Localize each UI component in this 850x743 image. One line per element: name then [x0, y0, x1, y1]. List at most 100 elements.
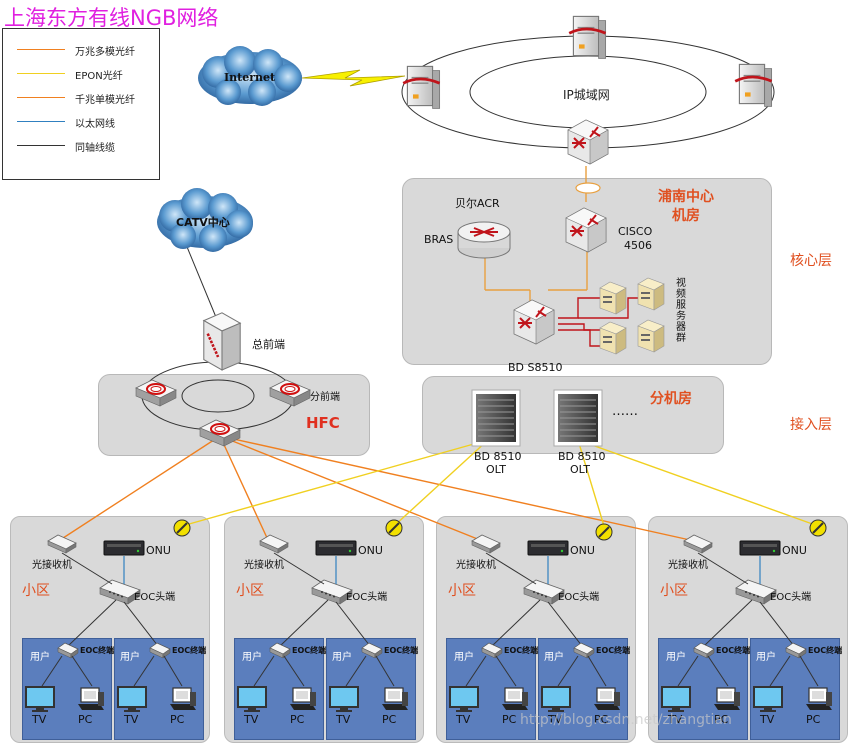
optical-receiver-icon [47, 534, 77, 554]
pc-icon [169, 687, 197, 711]
legend-label: 千兆单模光纤 [75, 95, 135, 106]
eoc-terminal-icon [785, 642, 807, 659]
eoc-terminal-label: EOC终端 [716, 646, 751, 655]
access-layer-label: 接入层 [790, 417, 832, 433]
zone-devices [25, 519, 833, 713]
tv-icon [25, 686, 55, 713]
tv-label: TV [32, 713, 47, 726]
more-olts-ellipsis: …… [612, 404, 638, 419]
watermark: http://blog.csdn.net/zhangtian [520, 712, 732, 728]
user-label: 用户 [120, 652, 140, 663]
optical-receiver-icon [471, 534, 501, 554]
page-title: 上海东方有线NGB网络 [4, 6, 219, 30]
hfc-hub-icon [135, 379, 177, 407]
head-end-server-icon [202, 312, 242, 371]
video-server-icon [599, 321, 627, 355]
legend-item: 千兆单模光纤 [17, 91, 157, 106]
tv-label: TV [548, 713, 563, 726]
pc-icon [381, 687, 409, 711]
sub-head-label: 分前端 [310, 392, 340, 403]
internet-label: Internet [224, 71, 276, 84]
eoc-head-label: EOC头端 [346, 592, 388, 603]
onu-icon [103, 540, 145, 556]
legend-label: 万兆多模光纤 [75, 47, 135, 58]
pc-icon [501, 687, 529, 711]
eoc-terminal-label: EOC终端 [808, 646, 843, 655]
internet-cloud-icon [198, 46, 302, 106]
pc-icon [289, 687, 317, 711]
tv-icon [449, 686, 479, 713]
user-label: 用户 [756, 652, 776, 663]
eoc-terminal-label: EOC终端 [596, 646, 631, 655]
eoc-terminal-icon [57, 642, 79, 659]
eoc-terminal-icon [269, 642, 291, 659]
pc-label: PC [170, 713, 185, 726]
onu-icon [739, 540, 781, 556]
eoc-terminal-icon [481, 642, 503, 659]
pc-label: PC [594, 713, 609, 726]
splitter-icon [595, 523, 613, 541]
ip-man-server-icon [568, 15, 607, 60]
tv-label: TV [124, 713, 139, 726]
eoc-terminal-icon [149, 642, 171, 659]
olt1-label-line2: OLT [486, 463, 506, 476]
eoc-terminal-icon [693, 642, 715, 659]
video-server-icon [599, 281, 627, 315]
eoc-terminal-label: EOC终端 [504, 646, 539, 655]
pc-label: PC [290, 713, 305, 726]
s8510-label: BD S8510 [508, 361, 563, 374]
tv-icon [237, 686, 267, 713]
optical-receiver-icon [259, 534, 289, 554]
pc-icon [713, 687, 741, 711]
eoc-terminal-label: EOC终端 [80, 646, 115, 655]
wan-link-icon [301, 69, 406, 87]
ip-man-server-icon [734, 63, 773, 108]
tv-icon [541, 686, 571, 713]
splitter-icon [385, 519, 403, 537]
eoc-terminal-icon [361, 642, 383, 659]
legend-swatch [17, 121, 65, 122]
eoc-head-label: EOC头端 [134, 592, 176, 603]
bras-router-icon [457, 221, 511, 259]
legend-swatch [17, 49, 65, 50]
tv-label: TV [244, 713, 259, 726]
user-label: 用户 [544, 652, 564, 663]
user-label: 用户 [332, 652, 352, 663]
onu-label: ONU [570, 544, 595, 557]
olt-icon [553, 389, 603, 447]
zone-label: 小区 [22, 583, 50, 599]
splitter-icon [173, 519, 191, 537]
hfc-hub-icon [269, 379, 311, 407]
zone-label: 小区 [448, 583, 476, 599]
video-server-icon [637, 277, 665, 311]
pc-icon [805, 687, 833, 711]
onu-label: ONU [146, 544, 171, 557]
head-end-label: 总前端 [252, 338, 285, 351]
receiver-label: 光接收机 [32, 560, 72, 571]
splitter-icon [809, 519, 827, 537]
legend-item: 以太网线 [17, 115, 157, 130]
ip-man-label: IP城域网 [563, 88, 610, 102]
legend-label: 以太网线 [75, 119, 115, 130]
optical-receiver-icon [683, 534, 713, 554]
core-room-label-line1: 浦南中心 [658, 189, 714, 205]
tv-icon [753, 686, 783, 713]
legend: 万兆多模光纤 EPON光纤 千兆单模光纤 以太网线 同轴线缆 [2, 28, 160, 180]
legend-swatch [17, 97, 65, 98]
onu-label: ONU [782, 544, 807, 557]
tv-icon [117, 686, 147, 713]
tv-label: TV [336, 713, 351, 726]
onu-label: ONU [358, 544, 383, 557]
olt1-label-line1: BD 8510 [474, 450, 522, 463]
tv-label: TV [456, 713, 471, 726]
s8510-switch-icon [513, 299, 555, 345]
olt2-label-line2: OLT [570, 463, 590, 476]
eoc-terminal-label: EOC终端 [384, 646, 419, 655]
receiver-label: 光接收机 [456, 560, 496, 571]
user-label: 用户 [30, 652, 50, 663]
user-label: 用户 [666, 652, 686, 663]
olt2-label-line1: BD 8510 [558, 450, 606, 463]
ip-man-switch-icon [567, 119, 609, 165]
eoc-terminal-label: EOC终端 [172, 646, 207, 655]
